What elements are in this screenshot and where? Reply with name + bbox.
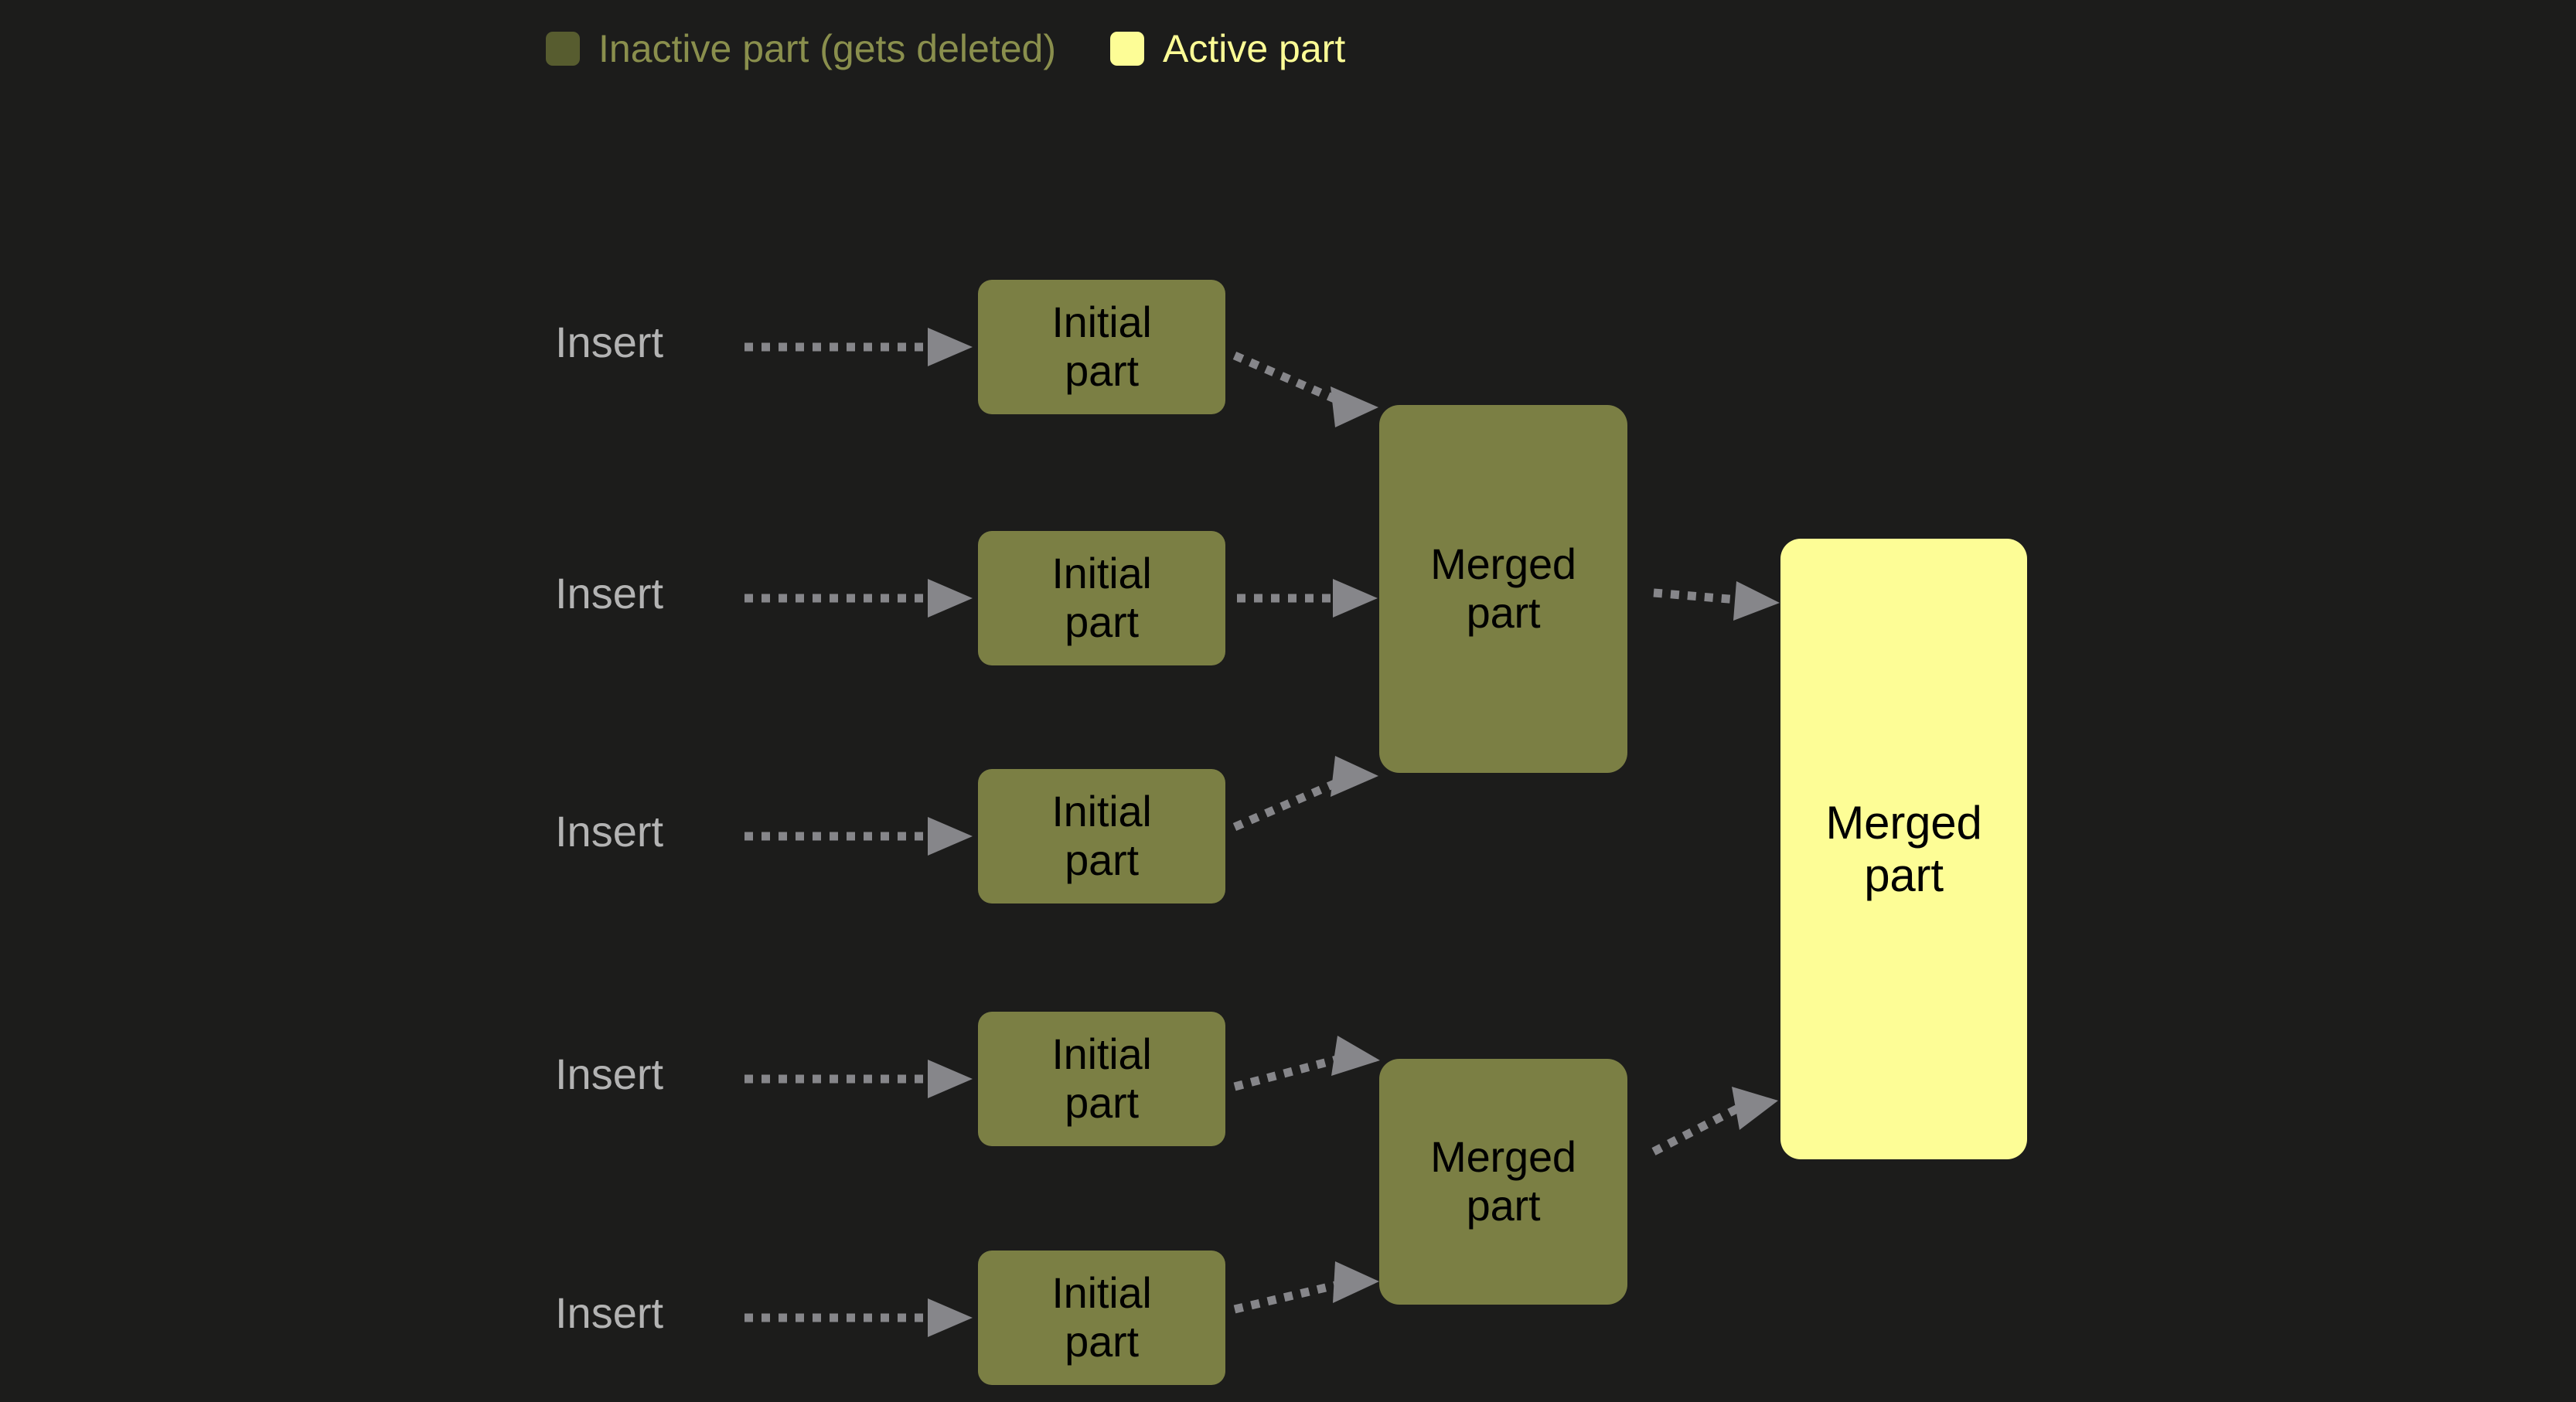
insert-label-2: Insert — [555, 569, 664, 618]
arrow-initial3-to-merged-top — [1232, 756, 1378, 832]
arrow-initial2-to-merged-top — [1237, 579, 1378, 618]
node-line-1: Merged — [1430, 1132, 1576, 1182]
node-line-1: Merged — [1825, 797, 1982, 849]
legend-label-active: Active part — [1163, 27, 1346, 70]
node-line-2: part — [1065, 597, 1139, 646]
arrow-initial1-to-merged-top — [1232, 351, 1378, 427]
node-line-1: Initial — [1051, 787, 1152, 836]
arrow-initial5-to-merged-bottom — [1233, 1261, 1379, 1314]
node-line-1: Merged — [1430, 539, 1576, 589]
legend-item-inactive: Inactive part (gets deleted) — [546, 29, 1056, 68]
legend-item-active: Active part — [1110, 29, 1345, 68]
node-initial-part-1-text: Initial part — [1051, 298, 1152, 395]
node-initial-part-5-text: Initial part — [1051, 1268, 1152, 1366]
node-initial-part-5[interactable]: Initial part — [978, 1251, 1225, 1385]
node-merged-part-top-text: Merged part — [1430, 539, 1576, 637]
arrow-insert-to-initial-1 — [745, 328, 973, 366]
node-initial-part-2[interactable]: Initial part — [978, 531, 1225, 665]
node-line-1: Initial — [1051, 1029, 1152, 1079]
node-line-2: part — [1466, 1181, 1541, 1230]
legend: Inactive part (gets deleted) Active part — [546, 26, 1345, 72]
arrow-insert-to-initial-4 — [745, 1060, 973, 1098]
node-merged-part-active-text: Merged part — [1825, 797, 1981, 900]
node-line-2: part — [1065, 1317, 1139, 1366]
arrow-insert-to-initial-3 — [745, 817, 973, 856]
node-initial-part-2-text: Initial part — [1051, 549, 1152, 646]
node-initial-part-3-text: Initial part — [1051, 787, 1152, 884]
node-initial-part-1[interactable]: Initial part — [978, 280, 1225, 414]
node-line-1: Initial — [1051, 549, 1152, 598]
node-initial-part-3[interactable]: Initial part — [978, 769, 1225, 903]
arrow-merged-bottom-to-active — [1651, 1087, 1778, 1155]
node-line-2: part — [1065, 835, 1139, 884]
node-line-2: part — [1466, 588, 1541, 637]
node-line-1: Initial — [1051, 1268, 1152, 1318]
node-initial-part-4[interactable]: Initial part — [978, 1012, 1225, 1146]
active-swatch-icon — [1110, 32, 1144, 66]
insert-label-3: Insert — [555, 807, 664, 856]
node-merged-part-active[interactable]: Merged part — [1780, 539, 2027, 1159]
legend-label-inactive: Inactive part (gets deleted) — [598, 27, 1056, 70]
arrow-initial4-to-merged-bottom — [1233, 1036, 1380, 1091]
node-line-2: part — [1864, 849, 1944, 901]
arrow-merged-top-to-active — [1653, 581, 1780, 621]
node-initial-part-4-text: Initial part — [1051, 1029, 1152, 1127]
node-merged-part-top[interactable]: Merged part — [1379, 405, 1627, 773]
node-line-2: part — [1065, 1078, 1139, 1127]
insert-label-5: Insert — [555, 1288, 664, 1337]
insert-label-1: Insert — [555, 318, 664, 366]
node-line-2: part — [1065, 346, 1139, 395]
inactive-swatch-icon — [546, 32, 580, 66]
arrow-insert-to-initial-2 — [745, 579, 973, 618]
node-line-1: Initial — [1051, 298, 1152, 347]
arrow-insert-to-initial-5 — [745, 1298, 973, 1337]
node-merged-part-bottom[interactable]: Merged part — [1379, 1059, 1627, 1305]
node-merged-part-bottom-text: Merged part — [1430, 1132, 1576, 1230]
insert-label-4: Insert — [555, 1050, 664, 1098]
